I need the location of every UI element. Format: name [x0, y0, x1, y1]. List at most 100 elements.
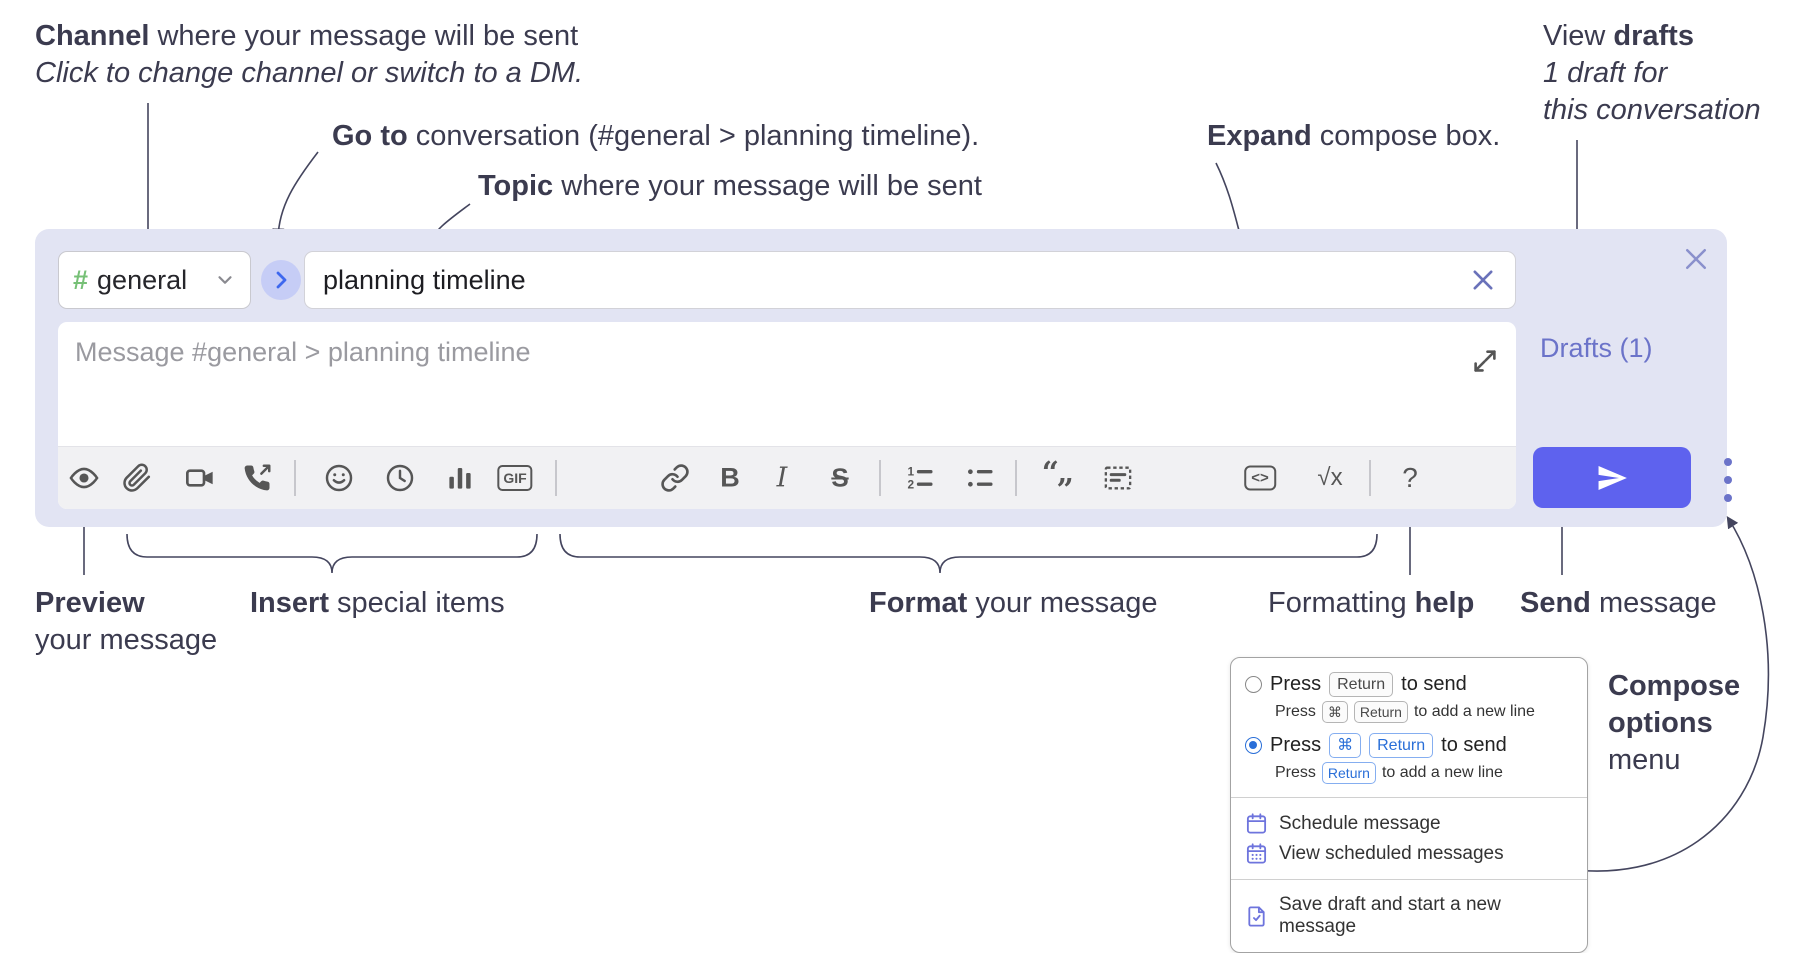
toolbar-divider: [294, 460, 296, 496]
add-gif-icon[interactable]: GIF: [497, 465, 533, 491]
compose-options-line2: options: [1608, 707, 1713, 739]
formatting-help-bold: help: [1414, 587, 1475, 619]
press-label: Press: [1270, 673, 1322, 695]
calendar-icon: [1245, 812, 1268, 835]
svg-text:2: 2: [908, 478, 915, 492]
send-plane-icon: [1595, 461, 1629, 495]
popup-divider: [1231, 797, 1587, 798]
compose-options-menu-icon[interactable]: [1713, 458, 1743, 502]
poll-bar-chart-icon[interactable]: [445, 463, 475, 493]
radio-selected-icon[interactable]: [1245, 737, 1262, 754]
expand-annotation: Expand compose box.: [1207, 118, 1500, 155]
expand-annotation-bold: Expand: [1207, 120, 1312, 152]
send-annotation-bold: Send: [1520, 587, 1591, 619]
popup-divider: [1231, 879, 1587, 880]
bold-icon[interactable]: B: [720, 462, 740, 493]
global-time-clock-icon[interactable]: [385, 463, 416, 494]
format-annotation-rest: your message: [967, 587, 1158, 619]
close-compose-icon[interactable]: [1680, 243, 1712, 275]
topic-value: planning timeline: [323, 264, 526, 295]
menu-item-label: View scheduled messages: [1279, 842, 1504, 864]
toolbar-divider: [879, 460, 881, 496]
send-annotation-rest: message: [1590, 587, 1717, 619]
clear-topic-icon[interactable]: [1469, 266, 1497, 294]
bulleted-list-icon[interactable]: [965, 463, 995, 493]
return-key: Return: [1369, 733, 1434, 758]
channel-hash-icon: #: [73, 264, 89, 295]
send-button[interactable]: [1533, 447, 1691, 508]
add-emoji-icon[interactable]: [324, 463, 355, 494]
topic-annotation-rest: where your message will be sent: [553, 170, 982, 202]
send-shortcut-section: Press Return to send Press ⌘ Return to a…: [1231, 658, 1587, 797]
return-key: Return: [1321, 762, 1376, 784]
press-label: Press: [1270, 734, 1322, 756]
view-drafts-annotation: View drafts 1 draft for this conversatio…: [1543, 18, 1761, 129]
compose-options-line1: Compose: [1608, 670, 1741, 702]
math-icon[interactable]: √x: [1317, 464, 1342, 492]
video-call-icon[interactable]: [184, 462, 216, 494]
compose-options-line3: menu: [1608, 744, 1681, 776]
view-drafts-pre: View: [1543, 20, 1614, 52]
drafts-link[interactable]: Drafts (1): [1540, 333, 1653, 363]
return-key: Return: [1329, 672, 1394, 697]
menu-item-view-scheduled[interactable]: View scheduled messages: [1245, 842, 1573, 865]
format-annotation-bold: Format: [869, 587, 968, 619]
toolbar-divider: [1015, 460, 1017, 496]
channel-annotation-rest: where your message will be sent: [149, 20, 579, 52]
menu-item-schedule[interactable]: Schedule message: [1245, 812, 1573, 835]
insert-brace: [126, 533, 538, 574]
quote-icon[interactable]: “„: [1041, 455, 1074, 491]
save-draft-section: Save draft and start a new message: [1231, 880, 1587, 952]
cmd-key: ⌘: [1329, 733, 1362, 758]
chevron-right-icon: [269, 268, 293, 292]
to-send-label: to send: [1441, 734, 1507, 756]
compose-options-popup: Press Return to send Press ⌘ Return to a…: [1230, 657, 1588, 953]
svg-text:1: 1: [908, 465, 915, 479]
menu-item-label: Schedule message: [1279, 812, 1441, 834]
new-line-label: to add a new line: [1381, 764, 1503, 781]
spoiler-icon[interactable]: [1103, 463, 1134, 494]
toolbar-divider: [555, 460, 557, 496]
preview-annotation: Preview your message: [35, 585, 217, 659]
calendar-grid-icon: [1245, 842, 1268, 865]
attach-file-icon[interactable]: [122, 463, 152, 493]
message-placeholder: Message #general > planning timeline: [75, 337, 531, 367]
channel-name: general: [97, 264, 188, 295]
expand-annotation-rest: compose box.: [1311, 120, 1501, 152]
compose-box: # general planning timeline Message #gen…: [35, 229, 1732, 527]
new-line-label: to add a new line: [1413, 703, 1535, 720]
topic-annotation-bold: Topic: [478, 170, 554, 202]
expand-compose-icon[interactable]: [1470, 346, 1500, 376]
view-drafts-sub1: 1 draft for: [1543, 57, 1668, 89]
preview-annotation-rest: your message: [35, 624, 218, 656]
return-key: Return: [1353, 701, 1408, 723]
enter-sends-option[interactable]: Press Return to send: [1245, 672, 1573, 697]
schedule-section: Schedule message View scheduled messages: [1231, 798, 1587, 879]
code-icon[interactable]: <>: [1244, 465, 1276, 491]
cmd-key: ⌘: [1321, 701, 1348, 723]
voice-call-icon[interactable]: [242, 463, 272, 493]
menu-item-save-draft[interactable]: Save draft and start a new message: [1245, 894, 1573, 938]
menu-item-label: Save draft and start a new message: [1279, 894, 1501, 937]
radio-unselected-icon[interactable]: [1245, 676, 1262, 693]
send-annotation: Send message: [1520, 585, 1717, 622]
channel-selector[interactable]: # general: [58, 251, 251, 309]
formatting-help-icon[interactable]: ?: [1402, 462, 1418, 493]
go-to-conversation-button[interactable]: [261, 260, 301, 300]
cmd-enter-sends-subtext: Press Return to add a new line: [1275, 762, 1573, 784]
topic-input[interactable]: planning timeline: [304, 251, 1516, 309]
message-textarea[interactable]: Message #general > planning timeline: [58, 322, 1516, 509]
preview-eye-icon[interactable]: [68, 462, 100, 494]
italic-icon[interactable]: I: [776, 462, 788, 494]
insert-annotation-bold: Insert: [250, 587, 329, 619]
link-icon[interactable]: [660, 463, 690, 493]
cmd-enter-sends-option[interactable]: Press ⌘ Return to send: [1245, 733, 1573, 758]
enter-sends-subtext: Press ⌘ Return to add a new line: [1275, 701, 1573, 723]
topic-annotation: Topic where your message will be sent: [478, 168, 982, 205]
math-label: √x: [1317, 464, 1343, 491]
toolbar-divider: [1369, 460, 1371, 496]
strikethrough-icon[interactable]: S: [831, 462, 849, 493]
